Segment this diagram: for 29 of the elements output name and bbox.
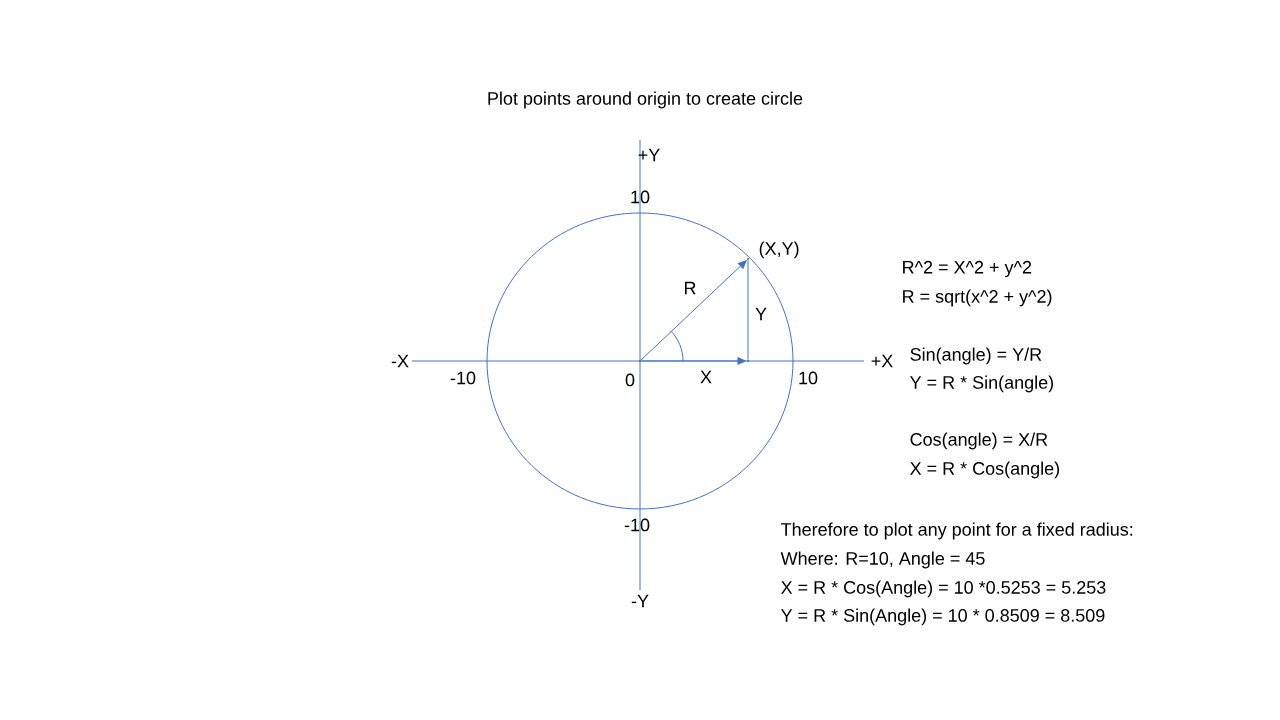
axis-label: +Y — [638, 148, 660, 162]
note-text: Where: R=10, Angle = 45 — [780, 551, 985, 569]
formula-text: Cos(angle) = X/R — [910, 432, 1048, 450]
formula-text: R^2 = X^2 + y^2 — [903, 260, 1032, 278]
formula-text: Y = R * Sin(angle) — [910, 375, 1054, 393]
axis-label: -10 — [450, 371, 476, 385]
point-label: (X,Y) — [759, 241, 799, 259]
arrow — [640, 357, 746, 365]
point-marker — [747, 360, 749, 362]
point-marker — [747, 258, 749, 260]
edge-label: X — [700, 370, 712, 384]
formula-text: Sin(angle) = Y/R — [910, 347, 1042, 365]
point-marker — [639, 360, 641, 362]
axis-label: +X — [871, 354, 893, 368]
arrow — [640, 260, 747, 361]
axis-label: -10 — [624, 518, 650, 532]
note-text: Therefore to plot any point for a fixed radius: — [781, 522, 1133, 540]
note-text: Y = R * Sin(Angle) = 10 * 0.8509 = 8.509 — [781, 608, 1105, 626]
note-text: X = R * Cos(Angle) = 10 *0.5253 = 5.253 — [781, 580, 1106, 598]
formula-text: X = R * Cos(angle) — [910, 461, 1059, 479]
formula-text: R = sqrt(x^2 + y^2) — [903, 289, 1052, 307]
axis-label: 0 — [625, 373, 635, 387]
axis-label: -X — [391, 354, 409, 368]
axis-label: 10 — [631, 190, 650, 204]
axis-label: -Y — [631, 594, 649, 608]
edge-label: R — [685, 281, 696, 295]
edge-label: Y — [755, 307, 767, 321]
axis-label: 10 — [799, 371, 818, 385]
title: Plot points around origin to create circle — [488, 91, 803, 109]
